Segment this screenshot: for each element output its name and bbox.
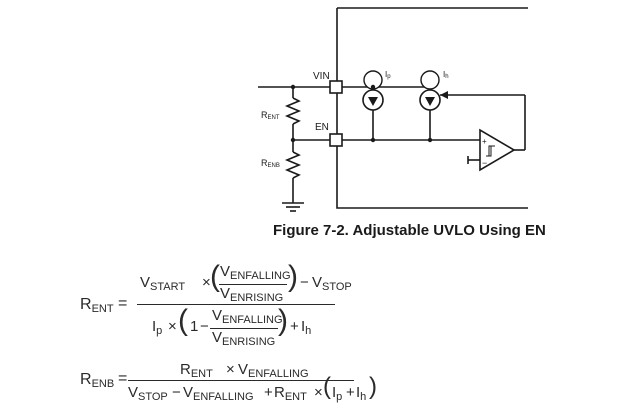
eq1-vstart: VSTART [140, 274, 186, 293]
eq2-den-ih: Ih [356, 384, 367, 403]
eq2-den-ip: Ip [332, 384, 343, 403]
eq2-main-bar [128, 380, 354, 381]
ic-outline [336, 8, 528, 209]
feedback-arrow [440, 91, 448, 99]
eq2-paren-left: ( [323, 373, 331, 400]
eq2-lhs: RENB [80, 371, 115, 390]
ip-label: Ip [385, 70, 391, 80]
node-ip-bottom [370, 137, 376, 143]
rent-resistor [284, 97, 302, 125]
eq1-minus: − [300, 274, 309, 291]
eq1-one: 1 [190, 318, 199, 335]
eq1-inner-bar-top [219, 284, 287, 285]
eq2-den-minus: − [172, 384, 181, 401]
uvlo-schematic: VIN EN RENT RENB Ip Ih + − [258, 7, 528, 212]
figure-caption: Figure 7-2. Adjustable UVLO Using EN [273, 222, 546, 239]
en-label: EN [315, 122, 329, 133]
renb-resistor [284, 151, 302, 179]
eq2-den-rent: RENT [274, 384, 307, 403]
eq1-den-vrising: VENRISING [212, 329, 276, 348]
eq2-num-rent: RENT [180, 361, 213, 380]
eq1-den-paren-left: ( [178, 304, 188, 337]
eq2-num-vfall: VENFALLING [238, 361, 309, 380]
eq2-den-vstop: VSTOP [128, 384, 168, 403]
comparator-plus: + [482, 137, 487, 146]
comparator-minus: − [482, 158, 487, 168]
eq1-times: × [202, 274, 211, 291]
eq1-vstop: VSTOP [312, 274, 352, 293]
eq1-den-vfalling: VENFALLING [212, 307, 283, 326]
node-ip-top [370, 84, 376, 90]
node-en-ext [290, 137, 296, 143]
node-vin [290, 84, 296, 90]
eq1-ip: Ip [152, 318, 163, 337]
eq2-den-plus: + [264, 384, 273, 401]
eq1-paren-left: ( [210, 260, 220, 293]
eq2-num-times: × [226, 361, 235, 378]
eq1-equals: = [118, 295, 128, 312]
ground-symbol [282, 202, 304, 212]
renb-label: RENB [261, 158, 280, 169]
vin-label: VIN [313, 71, 330, 82]
eq2-den-plus2: + [346, 384, 355, 401]
eq1-num-vfalling: VENFALLING [220, 263, 291, 282]
eq1-lhs: RENT [80, 296, 114, 315]
eq2-equals: = [118, 370, 128, 387]
eq2-den-times: × [314, 384, 323, 401]
ih-label: Ih [443, 70, 449, 80]
ih-current-source-top [420, 70, 440, 90]
eq1-main-bar [137, 304, 335, 305]
eq1-den-minus: − [200, 318, 209, 335]
eq1-den-times: × [168, 318, 177, 335]
rent-label: RENT [261, 110, 280, 121]
eq1-inner-bar-bottom [210, 328, 278, 329]
eq1-den-paren-right: ) [278, 304, 288, 337]
eq2-den-vfall: VENFALLING [183, 384, 254, 403]
hysteretic-comparator [479, 128, 516, 172]
eq1-plus: + [290, 318, 299, 335]
eq1-ih: Ih [301, 318, 312, 337]
eq2-paren-right: ) [369, 373, 377, 400]
node-ih-bottom [427, 137, 433, 143]
eq1-paren-right: ) [288, 260, 298, 293]
eq1-num-vrising: VENRISING [220, 285, 284, 304]
